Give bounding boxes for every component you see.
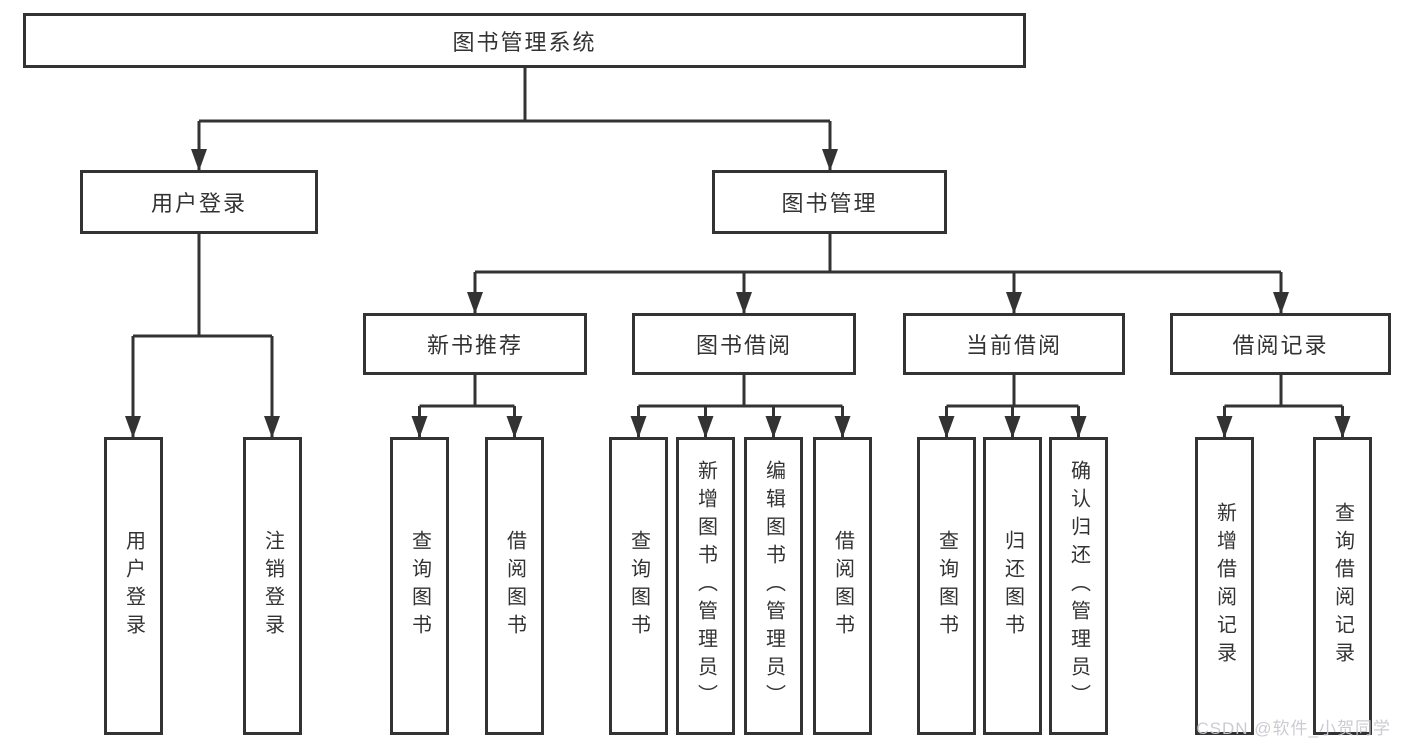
leaf-br-query-record: 查询借阅记录 (1313, 437, 1372, 735)
leaf-bb-query-books: 查询图书 (609, 437, 668, 735)
leaf-label: 借阅图书 (503, 530, 526, 642)
node-current-borrowing: 当前借阅 (903, 313, 1125, 375)
leaf-bb-edit-books-admin: 编辑图书（管理员） (744, 437, 803, 735)
leaf-label: 用户登录 (122, 530, 145, 642)
node-user-login: 用户登录 (80, 170, 318, 234)
node-borrowing-records: 借阅记录 (1170, 313, 1391, 375)
leaf-label: 注销登录 (261, 530, 284, 642)
leaf-label: 查询借阅记录 (1331, 502, 1354, 670)
leaf-cb-confirm-return-admin: 确认归还（管理员） (1049, 437, 1108, 735)
connector-arrows (125, 121, 1351, 438)
node-book-management-system: 图书管理系统 (23, 13, 1026, 68)
leaf-bb-borrow-books: 借阅图书 (813, 437, 872, 735)
leaf-cb-query-books: 查询图书 (917, 437, 976, 735)
node-new-book-recommend: 新书推荐 (363, 313, 587, 375)
leaf-label: 借阅图书 (831, 530, 854, 642)
leaf-label: 查询图书 (935, 530, 958, 642)
leaf-label: 编辑图书（管理员） (762, 460, 785, 712)
leaf-label: 查询图书 (408, 530, 431, 642)
leaf-label: 确认归还（管理员） (1067, 460, 1090, 712)
leaf-bb-add-books-admin: 新增图书（管理员） (676, 437, 735, 735)
leaf-label: 新增借阅记录 (1213, 502, 1236, 670)
csdn-watermark: CSDN @软件_小贺同学 (1196, 719, 1391, 738)
leaf-label: 归还图书 (1001, 530, 1024, 642)
leaf-label: 新增图书（管理员） (694, 460, 717, 712)
leaf-label: 查询图书 (627, 530, 650, 642)
node-book-management: 图书管理 (712, 170, 947, 234)
leaf-cb-return-books: 归还图书 (983, 437, 1042, 735)
leaf-logout: 注销登录 (243, 437, 302, 735)
leaf-user-login: 用户登录 (104, 437, 163, 735)
leaf-nb-query-books: 查询图书 (390, 437, 449, 735)
leaf-nb-borrow-books: 借阅图书 (485, 437, 544, 735)
leaf-br-add-record: 新增借阅记录 (1195, 437, 1254, 735)
node-book-borrowing: 图书借阅 (632, 313, 856, 375)
